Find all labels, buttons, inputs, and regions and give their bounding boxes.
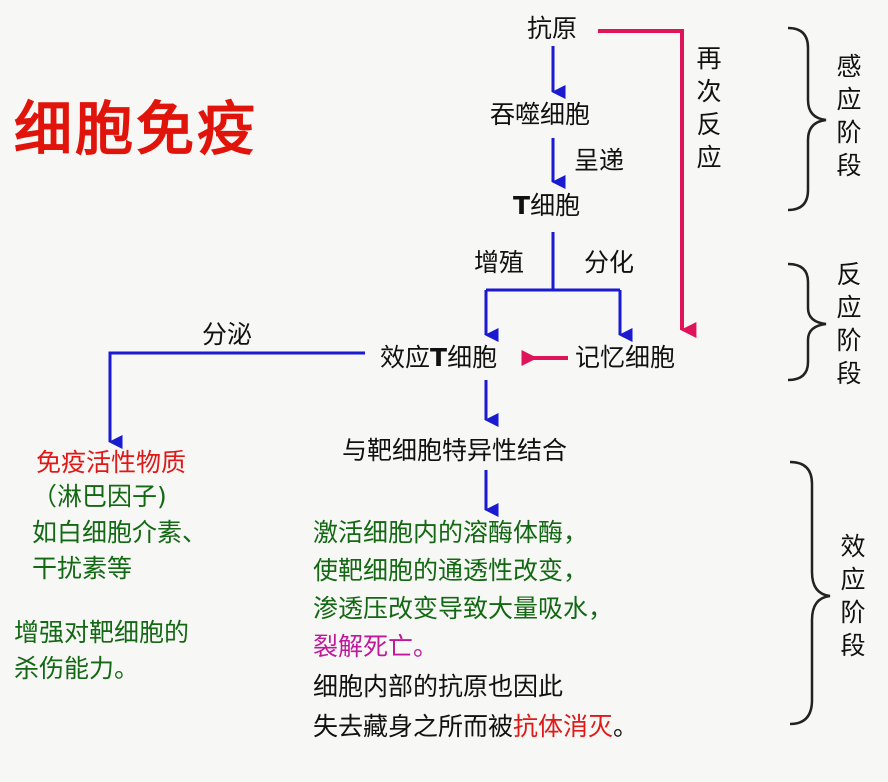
enhance-line-1: 增强对靶细胞的 <box>14 618 190 647</box>
node-phagocyte: 吞噬细胞 <box>490 100 591 129</box>
effector-prefix: 效应 <box>380 343 431 372</box>
examples-line-1: 如白细胞介素、 <box>32 518 208 547</box>
node-bind-target: 与靶细胞特异性结合 <box>342 436 568 465</box>
lymphokine: （淋巴因子) <box>32 482 167 511</box>
node-memory-cell: 记忆细胞 <box>575 343 676 372</box>
node-t-cell: T细胞 <box>513 191 580 221</box>
effect-line-4: 裂解死亡。 <box>313 632 439 661</box>
enhance-line-2: 杀伤能力。 <box>14 654 140 683</box>
active-substance: 免疫活性物质 <box>36 448 187 477</box>
brace-effect <box>789 460 831 726</box>
effector-suffix: 细胞 <box>447 343 498 372</box>
t-cell-prefix: T <box>513 191 531 220</box>
effect-line-5: 细胞内部的抗原也因此 <box>313 672 564 701</box>
t-cell-suffix: 细胞 <box>530 191 581 220</box>
label-present: 呈递 <box>574 146 625 175</box>
node-antigen: 抗原 <box>527 14 578 43</box>
brace-sensing <box>787 26 827 212</box>
effect-line-2: 使靶细胞的通透性改变， <box>313 556 589 585</box>
examples-line-2: 干扰素等 <box>32 554 133 583</box>
effect-line-6-suffix: 。 <box>613 712 639 741</box>
label-proliferate: 增殖 <box>474 248 525 277</box>
stage-sensing: 感应阶段 <box>836 52 862 180</box>
label-secrete: 分泌 <box>202 320 253 349</box>
effector-t: T <box>430 343 448 372</box>
node-effector-t-cell: 效应T细胞 <box>380 343 497 373</box>
label-rereaction: 再次反应 <box>696 44 722 172</box>
effect-line-1: 激活细胞内的溶酶体酶， <box>313 518 589 547</box>
page-title: 细胞免疫 <box>14 95 259 163</box>
effect-line-6-prefix: 失去藏身之所而被 <box>313 712 514 741</box>
effect-line-6: 失去藏身之所而被抗体消灭。 <box>313 712 638 742</box>
antibody-destroy: 抗体消灭 <box>513 712 614 741</box>
brace-reaction <box>787 262 827 382</box>
label-differentiate: 分化 <box>584 248 635 277</box>
effect-line-3: 渗透压改变导致大量吸水， <box>313 594 614 623</box>
stage-reaction: 反应阶段 <box>836 260 862 388</box>
arrow-rereaction <box>598 29 697 338</box>
arrow-secrete <box>108 351 365 449</box>
stage-effect: 效应阶段 <box>840 532 866 660</box>
